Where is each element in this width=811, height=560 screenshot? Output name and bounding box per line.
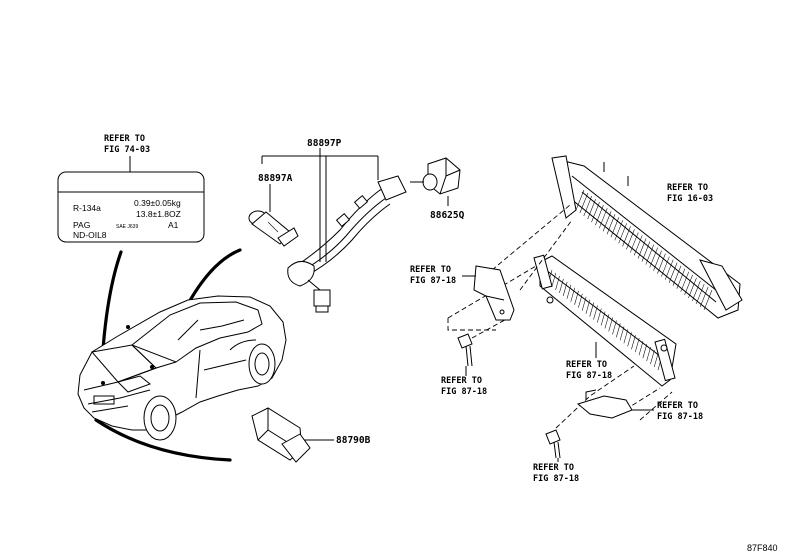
figure-code: 87F840	[747, 543, 778, 553]
svg-text:REFER TO: REFER TO	[657, 401, 698, 411]
part-88790B-label[interactable]: 88790B	[336, 435, 371, 446]
ref-fig-74-03[interactable]: REFER TO FIG 74-03	[104, 134, 150, 155]
ref-fig-87-18-d[interactable]: REFER TO FIG 87-18	[657, 401, 703, 422]
ref-fig-87-18-a[interactable]: REFER TO FIG 87-18	[410, 265, 456, 286]
svg-text:FIG 87-18: FIG 87-18	[533, 474, 579, 484]
svg-text:FIG 87-18: FIG 87-18	[441, 387, 487, 397]
sae-text: SAE J639	[116, 224, 138, 230]
svg-text:REFER TO: REFER TO	[410, 265, 451, 275]
lower-bracket[interactable]	[576, 389, 633, 419]
svg-text:FIG 87-18: FIG 87-18	[410, 276, 456, 286]
svg-text:REFER TO: REFER TO	[667, 183, 708, 193]
upper-bolt[interactable]	[457, 333, 473, 367]
svg-text:REFER TO: REFER TO	[441, 376, 482, 386]
oil-type-text: PAG	[73, 220, 90, 230]
charge-kg-text: 0.39±0.05kg	[134, 198, 181, 208]
wire-harness[interactable]	[287, 175, 407, 313]
ref-fig-87-18-b[interactable]: REFER TO FIG 87-18	[441, 376, 487, 397]
ref-fig-87-18-c[interactable]: REFER TO FIG 87-18	[566, 360, 612, 381]
ref-fig-87-18-e[interactable]: REFER TO FIG 87-18	[533, 463, 579, 484]
class-text: A1	[168, 220, 179, 230]
refrigerant-text: R-134a	[73, 203, 101, 213]
svg-text:FIG 74-03: FIG 74-03	[104, 145, 150, 155]
svg-text:REFER TO: REFER TO	[566, 360, 607, 370]
svg-text:REFER TO: REFER TO	[533, 463, 574, 473]
part-88897P-label[interactable]: 88897P	[307, 138, 342, 149]
ambient-sensor[interactable]	[251, 407, 311, 463]
part-88625Q-label[interactable]: 88625Q	[430, 210, 465, 221]
vehicle-illustration	[77, 248, 287, 462]
upper-bracket[interactable]	[473, 265, 515, 321]
svg-text:FIG 16-03: FIG 16-03	[667, 194, 713, 204]
part-88897A-label[interactable]: 88897A	[258, 173, 293, 184]
svg-text:FIG 87-18: FIG 87-18	[566, 371, 612, 381]
temperature-sensor[interactable]	[248, 210, 299, 247]
svg-text:REFER TO: REFER TO	[104, 134, 145, 144]
condenser	[533, 254, 677, 387]
oil-name-text: ND-OIL8	[73, 230, 107, 240]
lower-bolt[interactable]	[545, 429, 561, 459]
svg-text:FIG 87-18: FIG 87-18	[657, 412, 703, 422]
radiator	[551, 155, 743, 319]
pressure-switch[interactable]	[410, 157, 461, 195]
ac-caution-label: R-134a 0.39±0.05kg 13.8±1.8OZ PAG SAE J6…	[57, 171, 205, 243]
charge-oz-text: 13.8±1.8OZ	[136, 209, 181, 219]
bracket-88897P	[261, 148, 379, 262]
ref-fig-16-03[interactable]: REFER TO FIG 16-03	[667, 183, 713, 204]
